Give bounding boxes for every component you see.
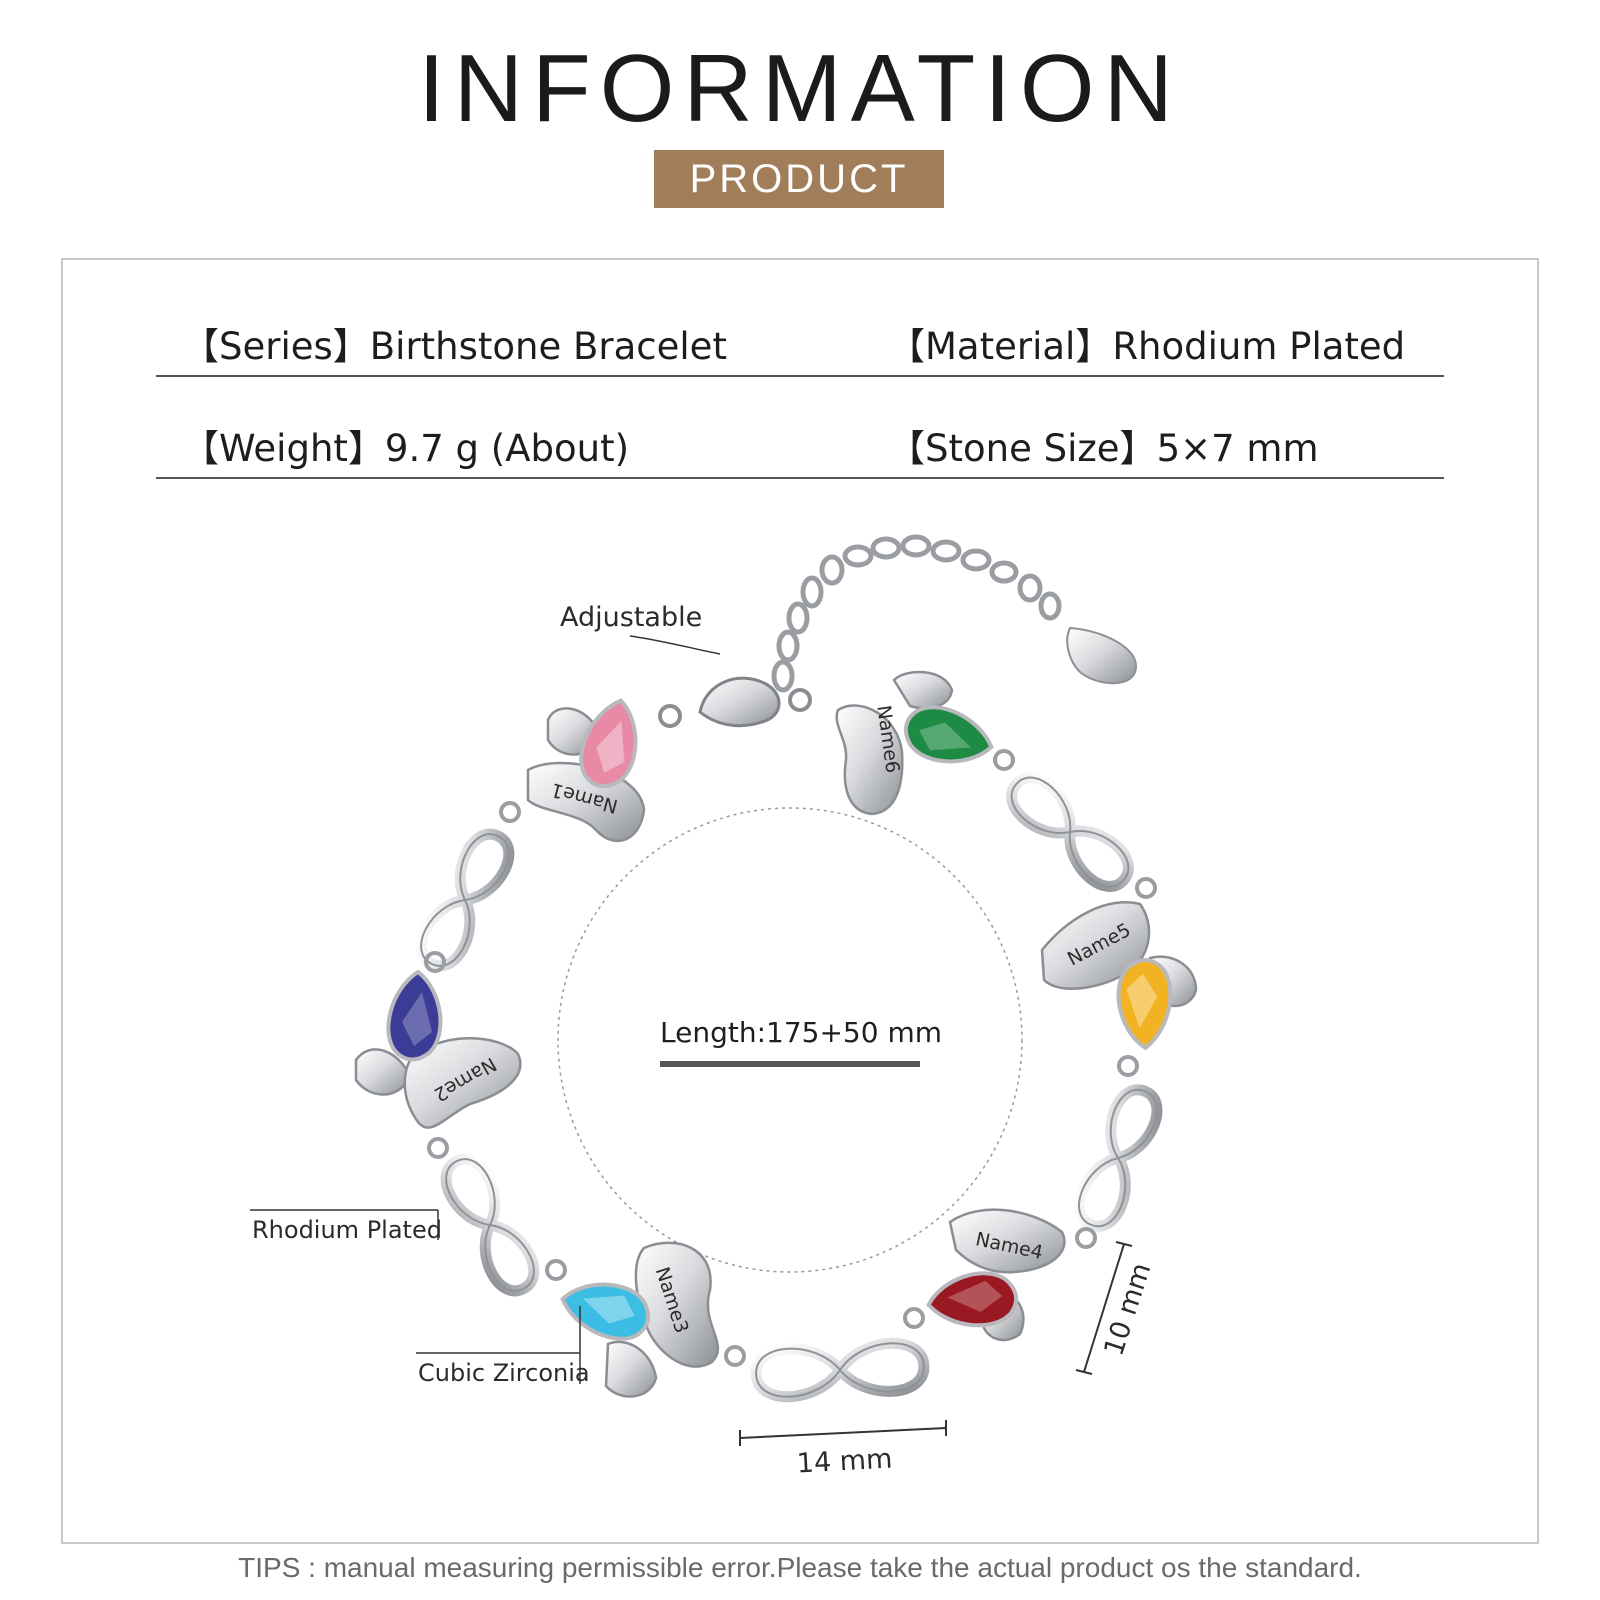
width-dimension-label: 14 mm [796, 1444, 893, 1480]
spec-weight: 【Weight】9.7 g (About) [182, 418, 629, 472]
lobster-clasp [658, 676, 812, 728]
spec-weight-value: 9.7 g (About) [384, 427, 630, 470]
dimension-10mm [1075, 1241, 1133, 1375]
spec-series-key: 【Series】 [182, 325, 370, 368]
gem-stone-1 [579, 698, 638, 789]
gem-stone-6 [903, 705, 994, 764]
gem-stone-2 [386, 969, 443, 1062]
spec-stone-size: 【Stone Size】5×7 mm [888, 418, 1319, 472]
height-dimension-label: 10 mm [1098, 1259, 1157, 1359]
gem-stone-5 [1116, 958, 1173, 1051]
infinity-links [415, 772, 1163, 1403]
length-label: Length:175+50 mm [660, 1016, 942, 1049]
spec-series-value: Birthstone Bracelet [369, 325, 727, 368]
cubic-zirconia-label: Cubic Zirconia [418, 1359, 590, 1387]
dimension-14mm [739, 1420, 947, 1446]
spec-divider-2 [156, 477, 1444, 479]
tips-footer: TIPS : manual measuring permissible erro… [238, 1552, 1362, 1583]
spec-stone-size-key: 【Stone Size】 [888, 427, 1157, 470]
spec-material: 【Material】Rhodium Plated [888, 316, 1405, 370]
length-underline [660, 1061, 920, 1067]
gem-stone-3 [560, 1282, 651, 1341]
jump-rings [424, 749, 1157, 1367]
length-circle [557, 807, 1023, 1273]
spec-material-value: Rhodium Plated [1112, 325, 1406, 368]
extender-chain [771, 534, 1062, 693]
spec-weight-key: 【Weight】 [182, 427, 385, 470]
gem-stone-4 [926, 1271, 1019, 1328]
spec-material-key: 【Material】 [888, 325, 1113, 368]
callout-lines [250, 635, 721, 1384]
info-frame [61, 258, 1539, 1544]
rhodium-plated-label: Rhodium Plated [252, 1216, 442, 1244]
spec-stone-size-value: 5×7 mm [1156, 427, 1319, 470]
product-badge: PRODUCT [654, 150, 944, 208]
spec-divider-1 [156, 375, 1444, 377]
extender-drop-tag [1066, 626, 1138, 685]
spec-series: 【Series】Birthstone Bracelet [182, 316, 727, 370]
page-title: INFORMATION [418, 35, 1182, 142]
adjustable-label: Adjustable [560, 602, 703, 633]
